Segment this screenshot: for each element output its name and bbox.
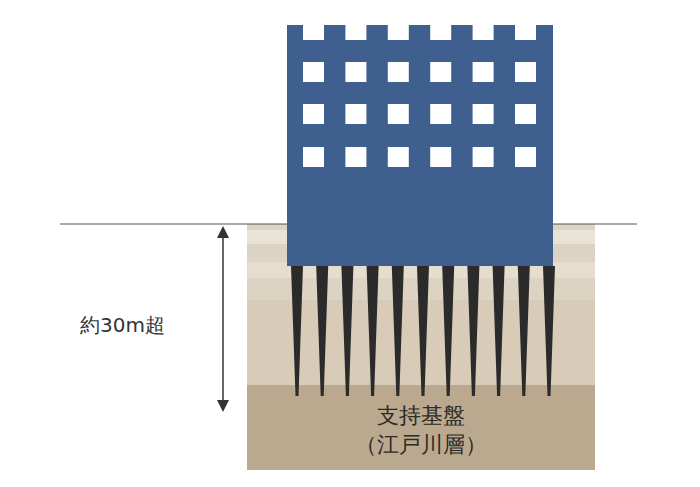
stratum-name: 支持基盤	[377, 402, 465, 431]
roof-notch	[430, 25, 451, 40]
windows	[303, 25, 536, 167]
window	[303, 62, 324, 82]
pile	[341, 266, 353, 396]
window	[345, 147, 366, 167]
window	[473, 104, 494, 124]
window	[515, 104, 536, 124]
roof-notch	[303, 25, 324, 40]
roof-notch	[388, 25, 409, 40]
dimension-label: 約30m超	[80, 312, 165, 339]
bearing-stratum	[247, 385, 595, 470]
window	[430, 147, 451, 167]
arrowhead	[217, 226, 229, 238]
window	[430, 104, 451, 124]
pile	[316, 266, 328, 396]
window	[388, 62, 409, 82]
pile	[417, 266, 429, 396]
window	[473, 62, 494, 82]
window	[303, 104, 324, 124]
window	[473, 147, 494, 167]
building	[287, 25, 553, 266]
pile	[367, 266, 379, 396]
piles	[291, 266, 555, 396]
window	[345, 62, 366, 82]
window	[388, 147, 409, 167]
pile	[518, 266, 530, 396]
dimension-line	[222, 232, 224, 404]
window	[430, 62, 451, 82]
window	[345, 104, 366, 124]
bearing-stratum-band: 支持基盤（江戸川層）	[247, 392, 595, 470]
pile	[467, 266, 479, 396]
pile	[392, 266, 404, 396]
pile	[493, 266, 505, 396]
window	[303, 147, 324, 167]
arrowhead	[217, 400, 229, 412]
window	[388, 104, 409, 124]
roof-notch	[473, 25, 494, 40]
window	[515, 62, 536, 82]
pile	[442, 266, 454, 396]
window	[515, 147, 536, 167]
roof-notch	[515, 25, 536, 40]
stratum-subname: （江戸川層）	[355, 431, 487, 460]
roof-notch	[345, 25, 366, 40]
pile	[543, 266, 555, 396]
pile	[291, 266, 303, 396]
